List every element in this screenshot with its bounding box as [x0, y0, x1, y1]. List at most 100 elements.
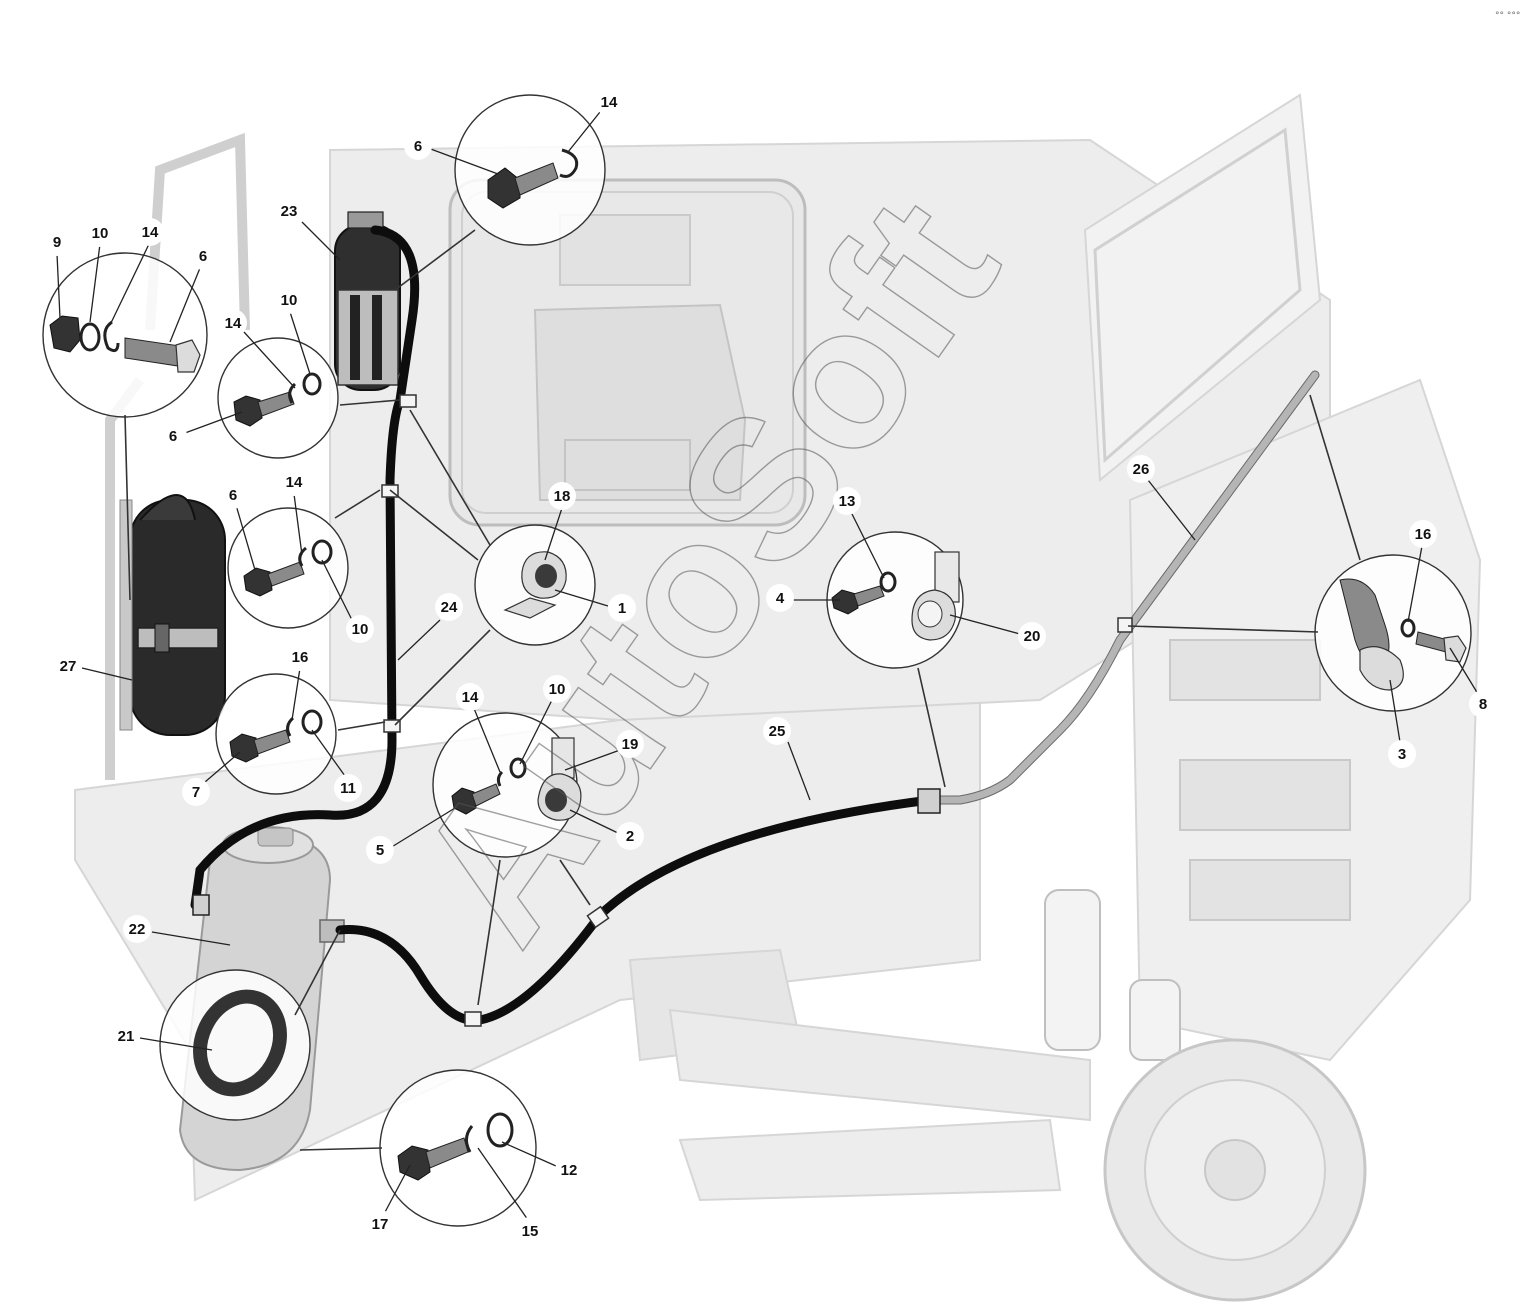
svg-text:5: 5: [376, 842, 384, 859]
leader-line: [427, 147, 499, 175]
leader-line: [301, 221, 341, 261]
callout-5: 5: [366, 836, 394, 864]
filter-canister-23: [334, 211, 401, 391]
leader-line: [569, 809, 621, 835]
svg-text:21: 21: [118, 1028, 135, 1045]
callout-6: 6: [219, 481, 247, 509]
leader-line: [235, 504, 256, 571]
detail-bolt-17: [379, 1069, 537, 1227]
svg-text:2: 2: [626, 828, 634, 845]
callout-1: 1: [608, 594, 636, 622]
svg-text:12: 12: [561, 1162, 578, 1179]
svg-text:3: 3: [1398, 746, 1406, 763]
svg-text:4: 4: [776, 590, 785, 607]
svg-text:25: 25: [769, 723, 786, 740]
pointer-arrow: [1127, 625, 1319, 633]
callout-2: 2: [616, 822, 644, 850]
pointer-arrow: [477, 859, 501, 1006]
callout-6: 6: [189, 242, 217, 270]
leader-line: [1147, 479, 1196, 541]
leader-line: [1449, 647, 1479, 695]
pointer-arrow: [339, 399, 401, 406]
callout-12: 12: [555, 1156, 583, 1184]
leader-line: [564, 749, 621, 771]
detail-bolt-6-mid: [217, 337, 339, 459]
pointer-arrow: [394, 629, 491, 726]
callout-4: 4: [766, 584, 794, 612]
callout-7: 7: [182, 778, 210, 806]
callout-19: 19: [616, 730, 644, 758]
hose-lines: [190, 225, 1320, 1025]
callout-23: 23: [275, 197, 303, 225]
detail-clamp-18: [474, 524, 596, 646]
leader-line: [397, 619, 441, 661]
callout-18: 18: [548, 482, 576, 510]
svg-text:14: 14: [142, 224, 159, 241]
callout-16: 16: [286, 643, 314, 671]
detail-bolt-7: [215, 673, 337, 795]
callout-17: 17: [366, 1210, 394, 1238]
fire-extinguisher-27: [119, 494, 226, 736]
callout-9: 9: [43, 228, 71, 256]
svg-text:27: 27: [60, 658, 77, 675]
pointer-arrow: [124, 414, 131, 601]
svg-text:14: 14: [225, 315, 242, 332]
callout-24: 24: [435, 593, 463, 621]
svg-text:14: 14: [601, 94, 618, 111]
leader-line: [949, 614, 1021, 635]
leader-line: [311, 729, 346, 777]
callout-labels: 1 2 3 4 5 6 6 6 6 7 8 9 10 10 10 10 11 1…: [43, 88, 1497, 1245]
callout-10: 10: [275, 286, 303, 314]
hose-24: [190, 225, 420, 910]
callout-6: 6: [159, 422, 187, 450]
svg-text:14: 14: [286, 474, 303, 491]
leader-line: [519, 699, 553, 765]
svg-text:6: 6: [229, 487, 237, 504]
callout-15: 15: [516, 1217, 544, 1245]
svg-text:1: 1: [618, 600, 626, 617]
svg-text:26: 26: [1133, 461, 1150, 478]
detail-washer-21: [159, 969, 311, 1121]
leader-line: [321, 559, 353, 621]
leader-line: [184, 411, 243, 434]
leader-line: [56, 253, 61, 319]
detail-bolt-6-washer-14: [454, 94, 606, 246]
leader-line: [501, 1141, 557, 1167]
callout-14: 14: [595, 88, 623, 116]
pointer-arrow: [334, 489, 381, 519]
detail-clamp-19: [432, 712, 582, 858]
svg-text:10: 10: [281, 292, 298, 309]
detail-bolt-6-lower: [227, 507, 349, 629]
callout-14: 14: [280, 468, 308, 496]
callout-22: 22: [123, 915, 151, 943]
svg-text:10: 10: [92, 225, 109, 242]
leader-line: [109, 241, 151, 326]
leader-line: [544, 507, 563, 561]
svg-text:9: 9: [53, 234, 61, 251]
leader-line: [289, 311, 311, 375]
corner-mark: °° °°°: [1495, 11, 1520, 21]
svg-text:16: 16: [292, 649, 309, 666]
callout-11: 11: [334, 774, 362, 802]
leader-line: [477, 1147, 529, 1221]
leader-line: [849, 509, 885, 579]
pointer-arrow: [337, 721, 386, 731]
svg-text:15: 15: [522, 1223, 539, 1240]
hose-clamp: [399, 394, 417, 408]
hose-25: [335, 795, 935, 1025]
leader-line: [89, 243, 101, 323]
leader-line: [554, 589, 609, 607]
callout-10: 10: [86, 219, 114, 247]
callout-14: 14: [219, 309, 247, 337]
svg-text:16: 16: [1415, 526, 1432, 543]
leader-line: [787, 741, 811, 801]
callout-6: 6: [404, 132, 432, 160]
leader-line: [291, 667, 301, 721]
svg-text:6: 6: [169, 428, 177, 445]
pointer-arrow: [409, 409, 491, 546]
leader-lines: [56, 111, 1479, 1221]
callout-21: 21: [112, 1022, 140, 1050]
callout-14: 14: [136, 218, 164, 246]
pointer-arrow: [394, 229, 476, 291]
